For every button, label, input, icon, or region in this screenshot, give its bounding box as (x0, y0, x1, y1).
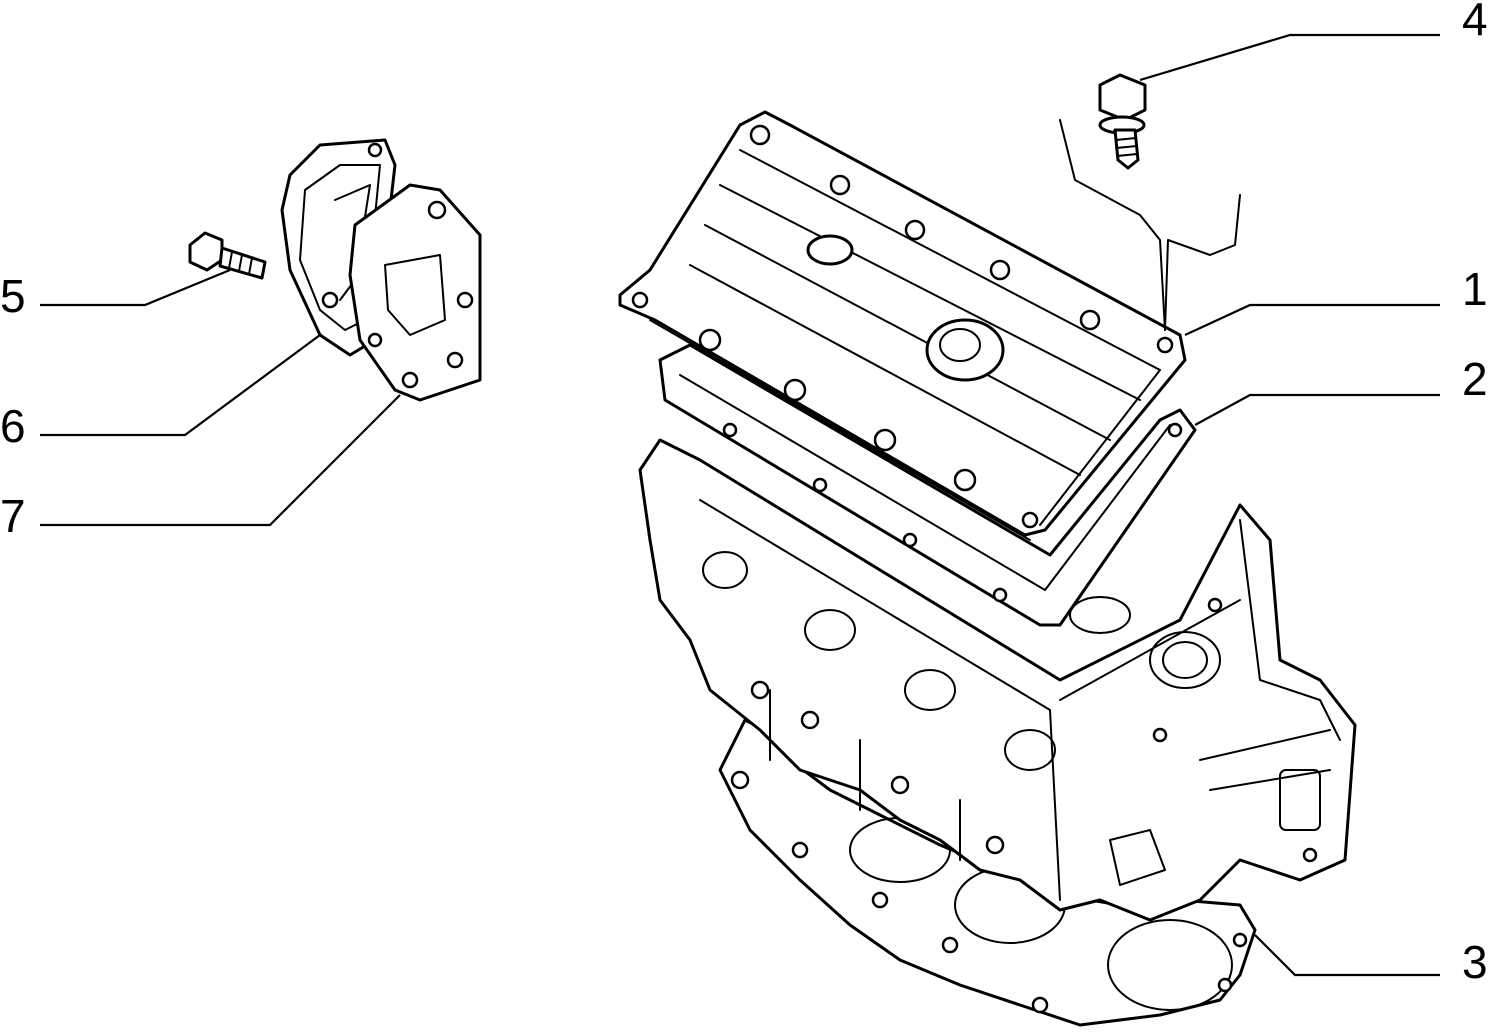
leader-7 (40, 394, 401, 527)
callout-4: 4 (1462, 0, 1488, 45)
flange-bolt-part-5 (188, 231, 267, 280)
callout-7: 7 (0, 490, 26, 542)
leader-3 (1254, 934, 1440, 977)
callout-6: 6 (0, 400, 26, 452)
breather-hose (1059, 119, 1166, 331)
callout-5: 5 (0, 270, 26, 322)
flange-gasket-part-7 (348, 183, 482, 402)
callout-3: 3 (1462, 936, 1488, 988)
leader-5 (40, 268, 231, 307)
valve-cover-part-1 (618, 110, 1187, 541)
cylinder-head-block (638, 438, 1357, 922)
leader-1 (1184, 303, 1440, 336)
leader-2 (1194, 393, 1440, 426)
cover-bolt-part-4 (1098, 73, 1147, 170)
leader-lines (40, 33, 1440, 977)
callout-1: 1 (1462, 263, 1488, 315)
callout-2: 2 (1462, 353, 1488, 405)
breather-hose-outer (1164, 194, 1241, 331)
leader-6 (40, 334, 321, 437)
leader-4 (1139, 33, 1440, 82)
callout-labels: 1 2 3 4 5 6 7 (0, 0, 1488, 988)
cover-gasket-part-2 (658, 343, 1197, 627)
